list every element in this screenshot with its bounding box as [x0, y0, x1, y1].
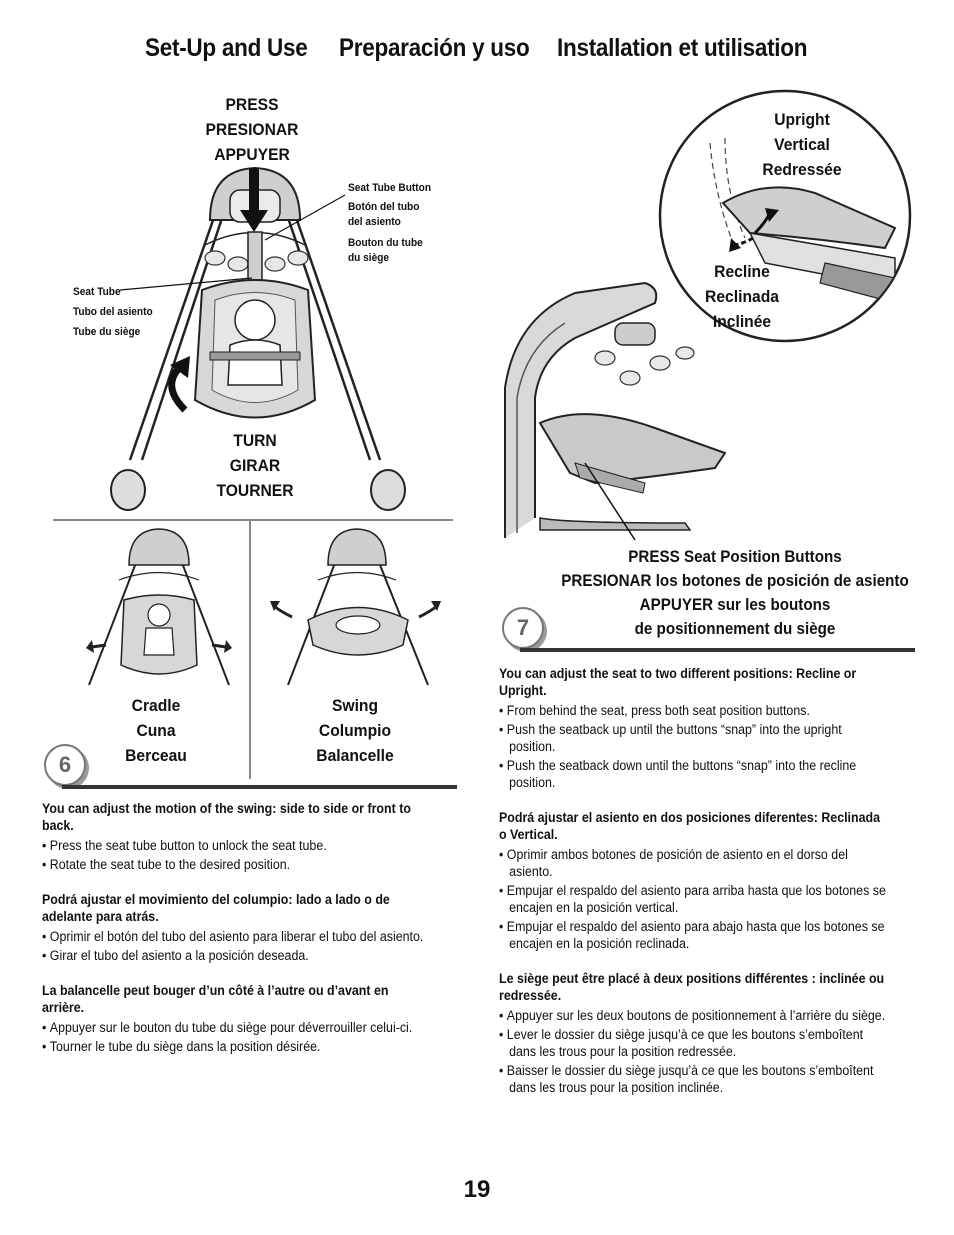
step-6-spanish-list: Oprimir el botón del tubo del asiento pa… — [42, 928, 428, 964]
step-7-english-list: From behind the seat, press both seat po… — [499, 702, 890, 791]
page-number: 19 — [463, 1176, 491, 1203]
seat-tube-button-label: Seat Tube Button Botón del tubo del asie… — [348, 182, 432, 264]
upright-label: Upright Vertical Redressée — [762, 110, 842, 179]
cradle-label: Cradle Cuna Berceau — [125, 696, 187, 765]
press-seat-position-buttons-label: PRESS Seat Position Buttons PRESIONAR lo… — [561, 548, 909, 638]
step-7-badge: 7 — [502, 607, 544, 649]
step-6-english-intro: You can adjust the motion of the swing: … — [42, 801, 411, 833]
cradle-mode-illustration — [86, 528, 232, 686]
step-6-english-list: Press the seat tube button to unlock the… — [42, 837, 428, 873]
step-7-english-intro: You can adjust the seat to two different… — [499, 666, 857, 698]
modes-divider-vertical — [249, 519, 251, 779]
seat-tube-label: Seat Tube Tubo del asiento Tube du siège — [73, 286, 153, 338]
modes-divider-top — [53, 519, 453, 521]
step-7-french-list: Appuyer sur les deux boutons de position… — [499, 1007, 890, 1096]
title-spanish: Preparación y uso — [339, 34, 530, 62]
step-6-french-intro: La balancelle peut bouger d’un côté à l’… — [42, 983, 389, 1015]
recline-label: Recline Reclinada Inclinée — [705, 262, 779, 331]
step-6-spanish-intro: Podrá ajustar el movimiento del columpio… — [42, 892, 390, 924]
swing-label: Swing Columpio Balancelle — [316, 696, 394, 765]
step-7-rule — [520, 648, 915, 652]
step-6-rule — [62, 785, 457, 789]
step-7-french-intro: Le siège peut être placé à deux position… — [499, 971, 885, 1003]
swing-mode-illustration — [270, 528, 441, 686]
press-label: PRESS PRESIONAR APPUYER — [205, 95, 299, 164]
recline-detail-magnifier — [658, 89, 912, 343]
title-french: Installation et utilisation — [557, 34, 808, 62]
step-7-spanish-intro: Podrá ajustar el asiento en dos posicion… — [499, 810, 880, 842]
swing-seat-tube-illustration — [110, 166, 406, 511]
step-7-instructions: You can adjust the seat to two different… — [499, 665, 890, 1098]
page-header: Set-Up and Use Preparación y uso Install… — [0, 34, 954, 74]
title-english: Set-Up and Use — [145, 34, 308, 62]
seat-recline-illustration — [504, 281, 727, 541]
step-7-spanish-list: Oprimir ambos botones de posición de asi… — [499, 846, 890, 952]
turn-label: TURN GIRAR TOURNER — [216, 431, 294, 500]
step-6-badge: 6 — [44, 744, 86, 786]
step-6-instructions: You can adjust the motion of the swing: … — [42, 800, 428, 1057]
step-6-french-list: Appuyer sur le bouton du tube du siège p… — [42, 1019, 428, 1055]
